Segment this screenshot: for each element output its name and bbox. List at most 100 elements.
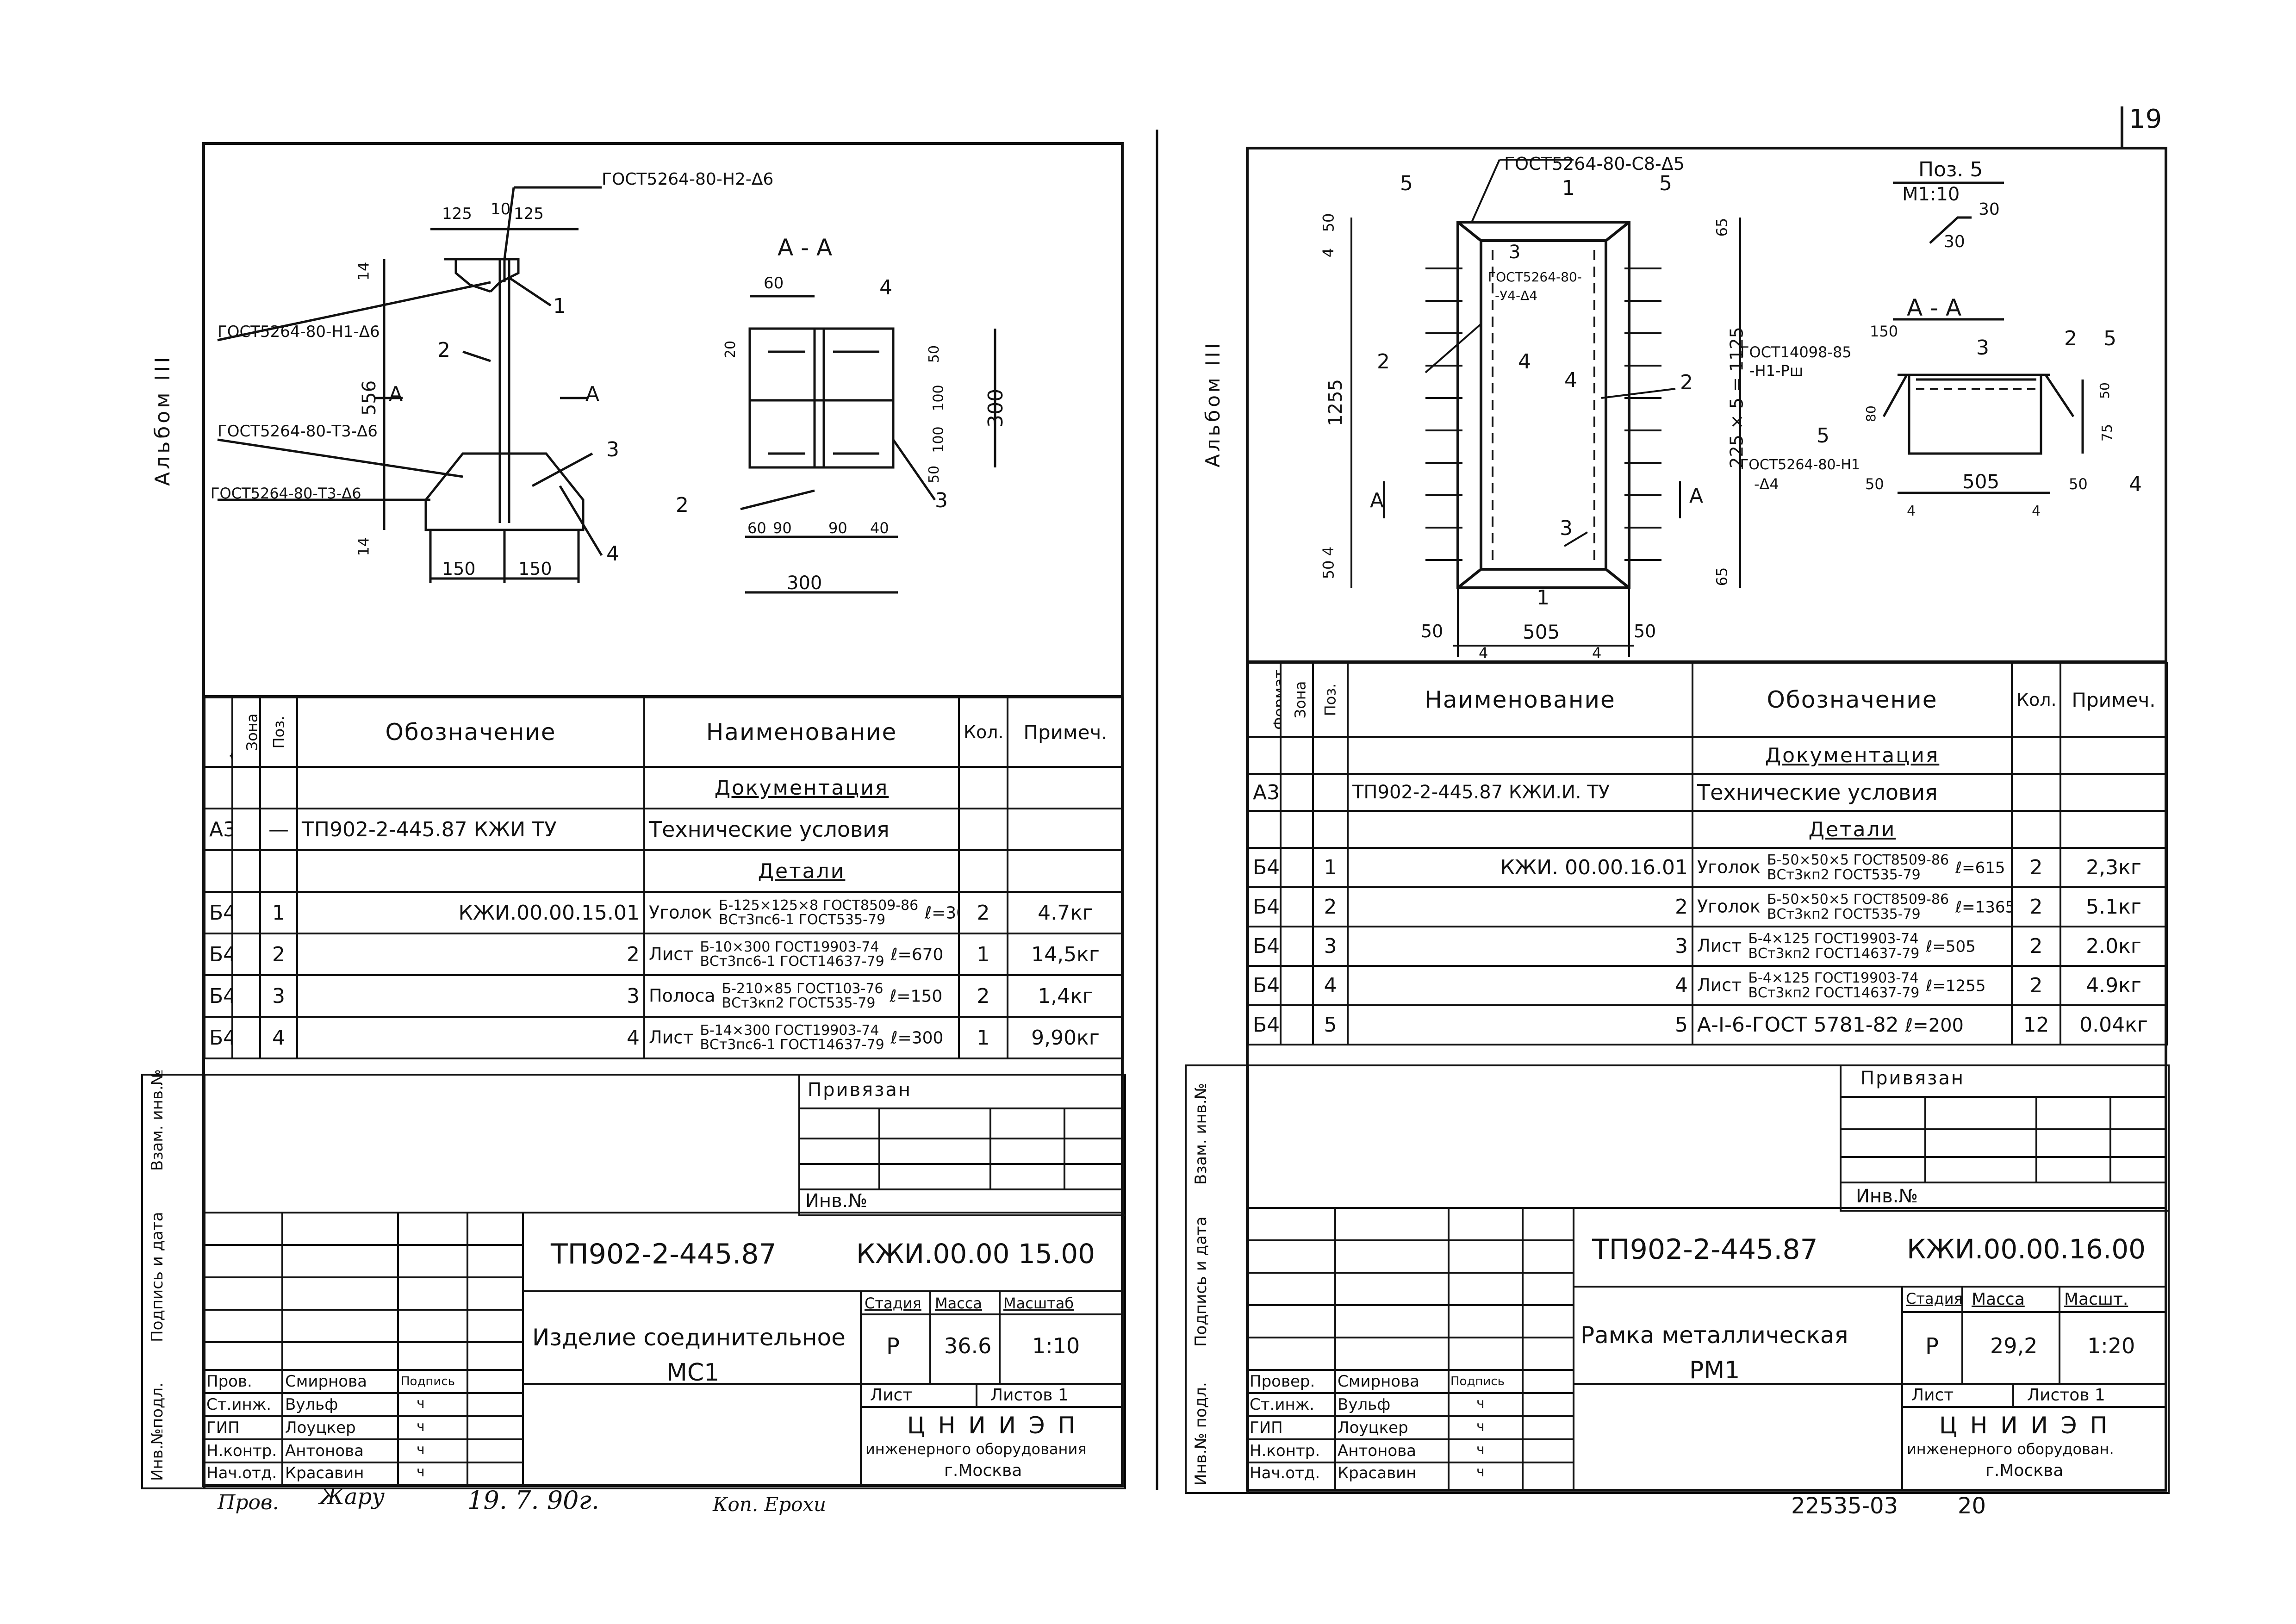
project-number: ТП902-2-445.87 xyxy=(1592,1233,1818,1266)
pos-1-bottom: 1 xyxy=(1537,586,1549,610)
row-length: ℓ=1255 xyxy=(1926,977,1986,996)
row-name-prefix: Уголок xyxy=(649,902,712,922)
row-qty: 2 xyxy=(2011,847,2061,888)
row-length: ℓ=300 xyxy=(890,1028,944,1047)
person-name: Лоуцкер xyxy=(1338,1419,1408,1437)
hdr-name: Наименование xyxy=(643,697,960,768)
sheet-label: Лист xyxy=(870,1386,913,1405)
sheets-label: Листов 1 xyxy=(2027,1386,2105,1405)
hdr-qty: Кол. xyxy=(958,697,1008,768)
row-qty: 2 xyxy=(958,891,1008,934)
drawing-code: КЖИ.00.00.16.00 xyxy=(1907,1233,2146,1265)
hand-signature: Жару xyxy=(319,1484,385,1510)
privyazan-label: Привязан xyxy=(1860,1068,1965,1089)
table-row: Детали xyxy=(204,849,1124,893)
row-note: 1,4кг xyxy=(1007,974,1124,1018)
sec-dim-50a: 50 xyxy=(1865,475,1884,493)
row-name-prefix: Лист xyxy=(649,1027,694,1047)
sec-gost1b: -Н1-Рш xyxy=(1749,362,1804,380)
gost-t3a-label: ГОСТ5264-80-Т3-Δ6 xyxy=(218,422,378,441)
org-name: Ц Н И И Э П xyxy=(1939,1412,2110,1439)
pos-1-top: 1 xyxy=(1562,176,1575,200)
pos-2-label: 2 xyxy=(437,338,450,362)
row-name-line2: ВСт3кп2 ГОСТ14637-79 xyxy=(1748,945,1920,962)
section-title: А - А xyxy=(1907,294,1962,321)
org-dept: инженерного оборудован. xyxy=(1907,1440,2114,1458)
row-name-line2: ВСт3кп2 ГОСТ535-79 xyxy=(1767,866,1921,883)
sec-dim-60b: 60 xyxy=(747,519,766,537)
row-length: ℓ=615 xyxy=(1955,859,2005,877)
table-row: Б4 1 КЖИ. 00.00.16.01 Уголок Б-50×50×5 Г… xyxy=(1247,847,2168,888)
product-code: РМ1 xyxy=(1689,1356,1740,1384)
sheets-label: Листов 1 xyxy=(990,1386,1069,1405)
section-parts-label: Детали xyxy=(758,859,846,883)
row-name-line1: Б-14×300 ГОСТ19903-74 xyxy=(700,1022,879,1039)
section-title: А - А xyxy=(778,234,833,261)
row-qty: 2 xyxy=(2011,926,2061,967)
hdr-qty: Кол. xyxy=(2011,662,2061,738)
row-name-prefix: Лист xyxy=(649,944,694,964)
row-length: ℓ=150 xyxy=(890,987,943,1006)
person-sign: ч xyxy=(417,1464,425,1480)
row-designation: 2 xyxy=(296,933,645,976)
row-name-line2: ВСт3пс6-1 ГОСТ14637-79 xyxy=(700,1037,884,1053)
row-pos: 1 xyxy=(1312,847,1349,888)
row-name-line1: А-I-6-ГОСТ 5781-82 xyxy=(1697,1013,1899,1037)
drawing-code: КЖИ.00.00 15.00 xyxy=(856,1238,1095,1269)
sec-pos-2: 2 xyxy=(676,493,689,517)
row-designation: 3 xyxy=(296,974,645,1018)
table-header-row: Формат Зона Поз. Наименование Обозначени… xyxy=(1247,662,2168,738)
sec-pos-5a: 5 xyxy=(2103,327,2116,350)
row-name: 2 xyxy=(1347,886,1693,927)
product-title: Изделие соединительное xyxy=(532,1324,846,1351)
gost-n1-label: ГОСТ5264-80-Н1-Δ6 xyxy=(218,323,380,341)
row-pos: 5 xyxy=(1312,1004,1349,1045)
person-name: Красавин xyxy=(285,1464,364,1482)
hdr-note: Примеч. xyxy=(1007,697,1124,768)
row-note: 4.7кг xyxy=(1007,891,1124,934)
sheet-label: Лист xyxy=(1911,1386,1954,1405)
sec-dim-300-horizontal: 300 xyxy=(787,572,822,594)
inv-no-label: Инв.№ xyxy=(805,1190,867,1212)
cut-a-right: А xyxy=(585,382,600,406)
doc-pos: — xyxy=(259,808,298,851)
row-note: 0.04кг xyxy=(2060,1004,2168,1045)
row-pos: 3 xyxy=(1312,926,1349,967)
sec-dim-505: 505 xyxy=(1962,470,2000,493)
dim-w50-right: 50 xyxy=(1634,621,1656,641)
person-name: Смирнова xyxy=(285,1372,367,1391)
dim-125-right: 125 xyxy=(514,205,544,223)
person-sign: ч xyxy=(417,1395,425,1412)
row-name: 5 xyxy=(1347,1004,1693,1045)
row-name-line2: ВСт3пс6-1 ГОСТ535-79 xyxy=(718,912,886,928)
dim-150-left: 150 xyxy=(442,559,476,579)
cut-a-right: А xyxy=(1689,484,1704,508)
hdr-name: Наименование xyxy=(1347,662,1693,738)
page-number: 19 xyxy=(2129,104,2162,134)
row-length: ℓ=670 xyxy=(890,945,944,964)
scale-header: Масштаб xyxy=(1003,1294,1074,1312)
table-row: Документация xyxy=(204,766,1124,809)
person-role: Нач.отд. xyxy=(1250,1464,1320,1482)
sec-gost1: ГОСТ14098-85 xyxy=(1740,343,1852,361)
gost-t3b-label: ГОСТ5264-80-Т3-Δ6 xyxy=(211,485,361,502)
row-note: 14,5кг xyxy=(1007,933,1124,976)
doc-format: А3 xyxy=(1247,773,1282,812)
row-name: КЖИ. 00.00.16.01 xyxy=(1347,847,1693,888)
stage-value: Р xyxy=(886,1333,900,1359)
table-row: Б4 4 4 Лист Б-14×300 ГОСТ19903-74ВСт3пс6… xyxy=(204,1016,1124,1059)
section-parts-label: Детали xyxy=(1808,817,1896,841)
person-role: Провер. xyxy=(1250,1372,1315,1391)
dim-150-right: 150 xyxy=(518,559,552,579)
table-row: Б4 1 КЖИ.00.00.15.01 Уголок Б-125×125×8 … xyxy=(204,891,1124,934)
row-designation: КЖИ.00.00.15.01 xyxy=(296,891,645,934)
project-number: ТП902-2-445.87 xyxy=(551,1238,777,1270)
doc-name: Технические условия xyxy=(643,808,960,851)
stage-header: Стадия xyxy=(865,1294,921,1312)
